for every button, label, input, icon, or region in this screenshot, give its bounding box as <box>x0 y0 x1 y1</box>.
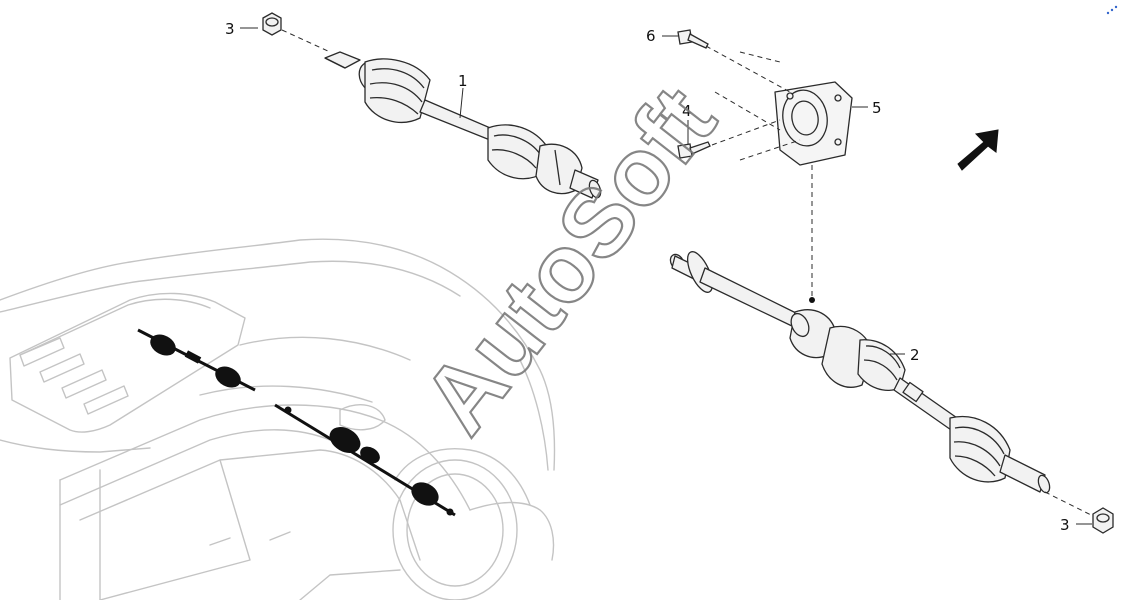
assembly-lines <box>281 29 1094 517</box>
callout-3-bottom: 3 <box>1060 516 1070 534</box>
callout-1: 1 <box>458 72 468 90</box>
center-bearing-bracket <box>774 81 853 166</box>
forward-direction-arrow-icon <box>957 129 999 171</box>
callout-5: 5 <box>872 99 882 117</box>
left-drive-shaft <box>324 51 602 199</box>
hub-nut-top <box>262 12 282 36</box>
vehicle-outline <box>0 238 556 600</box>
callout-3-top: 3 <box>225 20 235 38</box>
bearing-bracket-bolt <box>677 141 711 159</box>
right-drive-shaft <box>669 251 1051 494</box>
corner-logo-icon <box>1106 5 1118 15</box>
callout-6: 6 <box>646 27 656 45</box>
alignment-dot <box>809 297 815 303</box>
vehicle-shaft-highlight <box>137 328 456 517</box>
hub-nut-bottom <box>1092 507 1114 534</box>
callout-2: 2 <box>910 346 920 364</box>
leader-lines <box>240 27 1092 525</box>
bracket-mounting-bolt <box>677 29 709 49</box>
callout-4: 4 <box>682 102 692 120</box>
